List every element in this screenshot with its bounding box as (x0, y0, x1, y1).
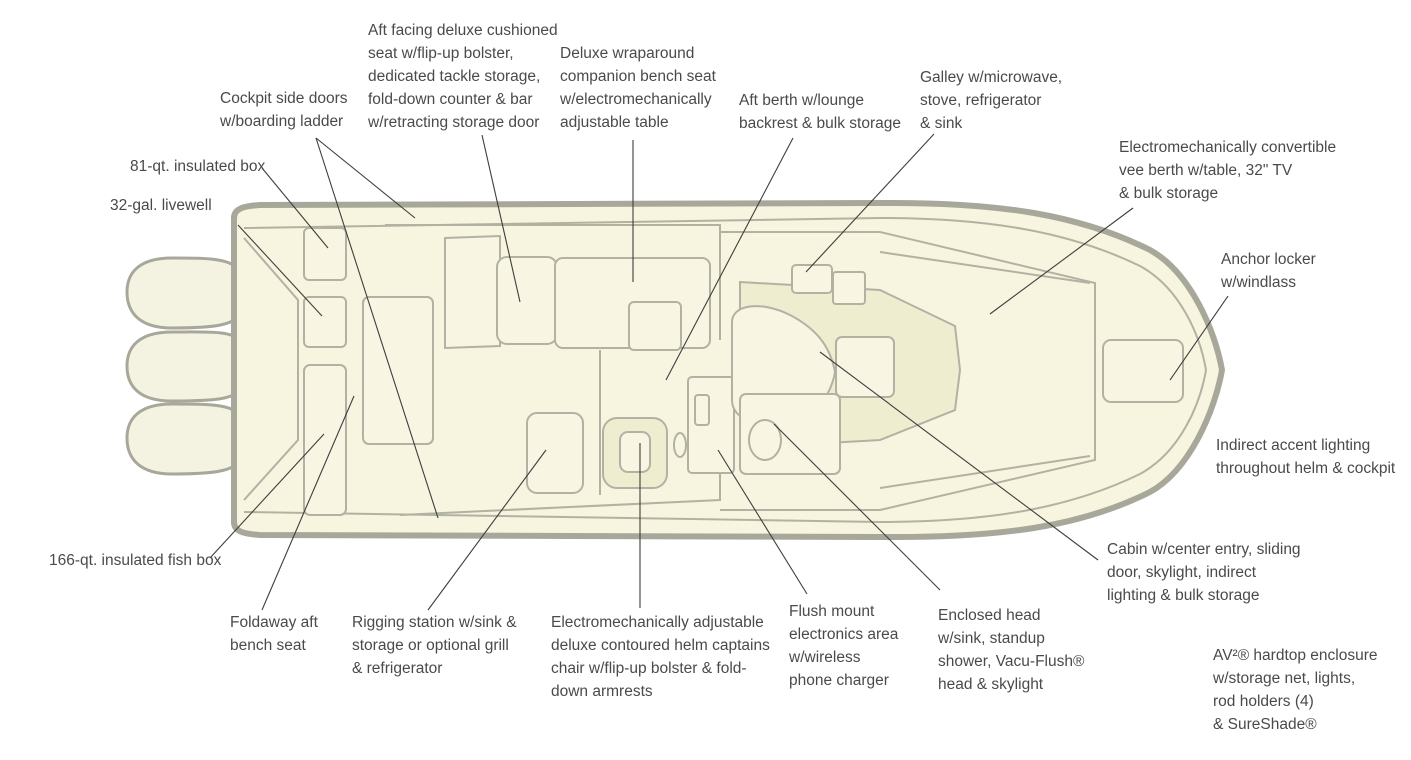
rigging-station (526, 412, 584, 494)
label-aft-bench: Foldaway aft bench seat (230, 614, 318, 654)
leader-aft-facing-seat (481, 134, 521, 303)
leader-galley (805, 133, 935, 273)
leader-insulated-box (261, 167, 329, 249)
label-galley: Galley w/microwave, stove, refrigerator … (920, 69, 1063, 132)
outboard-engines (125, 256, 242, 476)
leader-head (773, 423, 941, 591)
companion-table (628, 301, 682, 351)
label-aft-facing-seat: Aft facing deluxe cushioned seat w/flip-… (368, 22, 558, 131)
aft-seat-base (444, 234, 501, 350)
label-rigging-station: Rigging station w/sink & storage or opti… (352, 614, 517, 677)
leader-fish-box (209, 433, 325, 559)
label-hardtop: AV²® hardtop enclosure w/storage net, li… (1213, 647, 1378, 733)
gunwale-inner (243, 216, 1208, 524)
anchor-locker (1102, 339, 1184, 403)
label-cockpit-doors: Cockpit side doors w/boarding ladder (220, 90, 348, 130)
label-helm-chair: Electromechanically adjustable deluxe co… (551, 614, 770, 700)
box-81qt (303, 227, 347, 281)
leader-electronics (717, 449, 808, 595)
head-toilet (748, 419, 782, 461)
label-anchor-locker: Anchor locker w/windlass (1221, 251, 1316, 291)
label-head: Enclosed head w/sink, standup shower, Va… (938, 607, 1085, 693)
leader-aft-bench (261, 395, 355, 611)
deck-line-upper (385, 224, 721, 340)
label-fish-box: 166-qt. insulated fish box (49, 552, 222, 569)
steering-wheel (673, 432, 687, 458)
leader-cockpit-doors-b (315, 137, 439, 519)
label-electronics: Flush mount electronics area w/wireless … (789, 603, 899, 689)
electronics-screen (694, 394, 710, 426)
vee-berth-table (835, 336, 895, 398)
box-livewell (303, 296, 347, 348)
label-insulated-box: 81-qt. insulated box (130, 158, 266, 175)
leader-vee-berth (989, 207, 1134, 315)
helm-chair-seat (619, 431, 651, 473)
label-accent-lighting: Indirect accent lighting throughout helm… (1216, 437, 1396, 477)
cockpit-floor-hatch (362, 296, 434, 445)
engine-top (125, 256, 242, 330)
leader-rigging (427, 449, 547, 611)
leader-livewell (237, 224, 323, 317)
vee-berth-cushion (879, 251, 1091, 489)
engine-middle (125, 330, 242, 403)
galley-stove (832, 271, 866, 305)
leader-cabin (819, 351, 1099, 561)
label-cabin: Cabin w/center entry, sliding door, skyl… (1107, 541, 1301, 604)
leader-aft-berth (665, 137, 794, 381)
box-166qt (303, 364, 347, 516)
leader-cockpit-doors-a (315, 137, 416, 219)
leader-anchor-locker (1169, 295, 1229, 381)
cabin-bulkhead (720, 231, 1096, 511)
label-livewell: 32-gal. livewell (110, 197, 212, 214)
label-aft-berth: Aft berth w/lounge backrest & bulk stora… (739, 92, 901, 132)
label-vee-berth: Electromechanically convertible vee bert… (1119, 139, 1337, 202)
label-companion-bench: Deluxe wraparound companion bench seat w… (560, 45, 716, 131)
transom-line (243, 237, 299, 501)
engine-bottom (125, 402, 242, 476)
